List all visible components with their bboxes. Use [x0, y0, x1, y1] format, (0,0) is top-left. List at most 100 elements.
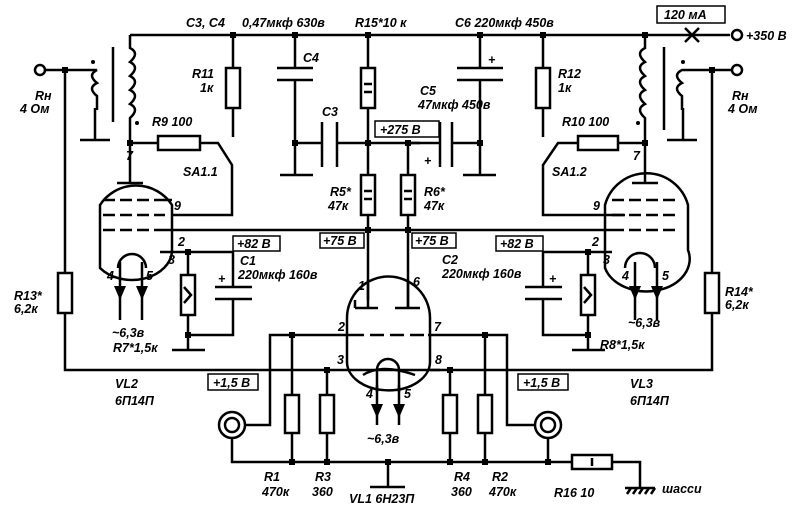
r11-label: R11	[192, 67, 214, 81]
r3-label: R3	[315, 470, 331, 484]
r4-value: 360	[451, 485, 472, 499]
vl3-label: VL3	[630, 377, 653, 391]
vl1-tube	[345, 275, 432, 392]
vl2-heater-arrows	[114, 286, 148, 300]
c2-value: 220мкф 160в	[441, 267, 522, 281]
r5-value: 47к	[327, 199, 349, 213]
r16-label: R16 10	[554, 486, 594, 500]
r7-label: R7*1,5к	[113, 341, 158, 355]
r14-resistor	[703, 271, 721, 315]
r11-value: 1к	[200, 81, 214, 95]
r3-value: 360	[312, 485, 333, 499]
vl1-pin8: 8	[435, 353, 442, 367]
left-load-label: Rн	[35, 89, 52, 103]
v15b-label: +1,5 В	[523, 376, 560, 390]
r14-value: 6,2к	[725, 298, 749, 312]
r12-resistor	[534, 66, 552, 110]
c5-label: С5	[420, 84, 437, 98]
r10-resistor	[576, 134, 620, 152]
vl3-pin7: 7	[633, 149, 641, 163]
c4-capacitor	[277, 35, 313, 177]
vl2-pin9: 9	[174, 199, 181, 213]
vl3-pin4: 4	[621, 269, 629, 283]
v82a-label: +82 В	[237, 237, 271, 251]
right-input-jack[interactable]	[533, 410, 563, 440]
r12-value: 1к	[558, 81, 572, 95]
left-feedback-wire	[63, 70, 440, 372]
vl2-pin7: 7	[126, 149, 134, 163]
chassis-label: шасси	[662, 482, 702, 496]
vl2-pin3: 3	[168, 253, 175, 267]
r2-label: R2	[492, 470, 508, 484]
r11-resistor	[224, 66, 242, 110]
r7-resistor	[179, 273, 197, 317]
vl2-type: 6П14П	[115, 394, 155, 408]
r13-resistor	[56, 271, 74, 315]
r8-resistor	[579, 273, 597, 317]
input-grid-wires	[245, 333, 535, 427]
current-measure-mark	[684, 27, 700, 43]
r13-value: 6,2к	[14, 302, 38, 316]
v75a-box	[319, 232, 365, 249]
supply-terminal	[730, 28, 744, 42]
c1-plus: +	[218, 272, 226, 286]
r12-label: R12	[558, 67, 581, 81]
vl1-pin4: 4	[365, 387, 373, 401]
v82b-label: +82 В	[500, 237, 534, 251]
vl3-tube	[603, 172, 691, 293]
vl3-heater-arrows	[629, 286, 663, 300]
r2-value: 470к	[488, 485, 517, 499]
vl3-type: 6П14П	[630, 394, 670, 408]
right-feedback-wire	[430, 70, 714, 372]
vl2-pin5: 5	[146, 269, 154, 283]
sa12-switch-label[interactable]: SA1.2	[552, 165, 587, 179]
v82a-box	[232, 235, 281, 252]
vl1-pin1: 1	[358, 279, 365, 293]
r9-label: R9 100	[152, 115, 192, 129]
vl2-tube	[98, 184, 174, 282]
v275-label: +275 В	[380, 123, 421, 137]
vl2-label: VL2	[115, 377, 138, 391]
r4-label: R4	[454, 470, 470, 484]
vl2-pin4: 4	[106, 269, 114, 283]
right-load-value: 4 Ом	[727, 102, 758, 116]
vl3-anode-wire	[541, 141, 658, 217]
v75b-label: +75 В	[415, 234, 449, 248]
left-input-jack[interactable]	[217, 410, 247, 440]
vl3-cathode-network	[525, 250, 612, 352]
right-load-label: Rн	[732, 89, 749, 103]
c5-plus: +	[424, 154, 432, 168]
v15a-box	[207, 373, 259, 391]
c2-plus: +	[549, 272, 557, 286]
c3c4-value: 0,47мкф 630в	[242, 16, 325, 30]
right-output-transformer	[636, 35, 733, 143]
r6-value: 47к	[423, 199, 445, 213]
r1-value: 470к	[261, 485, 290, 499]
chassis-ground-icon	[625, 486, 657, 495]
r13-label: R13*	[14, 289, 43, 303]
vl1-pin5: 5	[404, 387, 412, 401]
c5-value: 47мкф 450в	[417, 98, 491, 112]
r5-resistor	[359, 173, 377, 217]
vl3-pin9: 9	[593, 199, 600, 213]
r2-resistor	[476, 393, 494, 435]
v82b-box	[495, 235, 544, 252]
supply-voltage-label: +350 В	[746, 29, 787, 43]
vl2-heater-label: ~6,3в	[112, 326, 145, 340]
vl2-pin2: 2	[177, 235, 185, 249]
r3-resistor	[318, 393, 336, 435]
c1-label: С1	[240, 254, 256, 268]
vl1-pin7: 7	[434, 320, 442, 334]
v15a-label: +1,5 В	[213, 376, 250, 390]
sa11-switch-label[interactable]: SA1.1	[183, 165, 218, 179]
vl3-pin3: 3	[603, 253, 610, 267]
r9-resistor	[156, 134, 202, 152]
r1-label: R1	[264, 470, 280, 484]
junction-dots	[62, 32, 715, 465]
c1-value: 220мкф 160в	[237, 268, 318, 282]
c5-capacitor	[408, 122, 480, 167]
vl1-label: VL1 6Н23П	[349, 492, 415, 506]
c6-label: С6 220мкф 450в	[455, 16, 554, 30]
vl1-pin3: 3	[337, 353, 344, 367]
vl1-anode-leads	[366, 280, 410, 308]
